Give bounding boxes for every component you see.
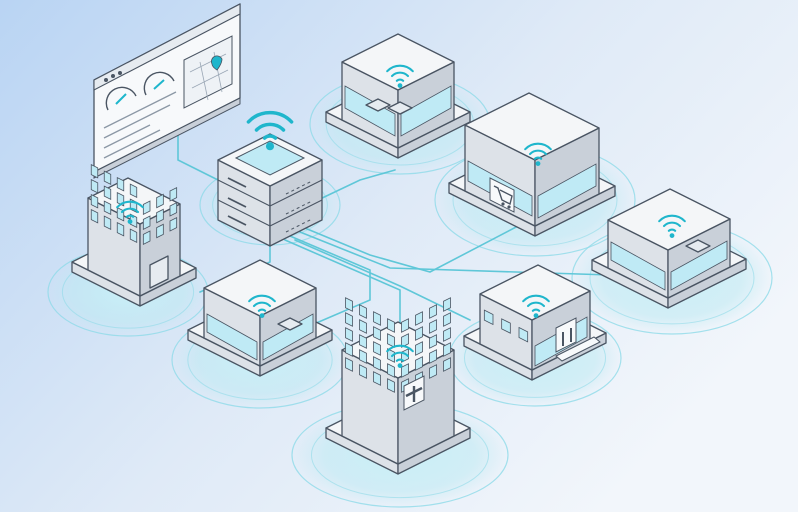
hospital-building: [325, 297, 471, 475]
wifi-icon-shop: [524, 142, 552, 166]
medical-cross-icon: [403, 375, 425, 411]
restaurant-building: [463, 264, 607, 381]
office-building-top: [325, 33, 471, 159]
buildings: [71, 33, 747, 475]
wifi-icon-hospital: [386, 344, 414, 368]
link-dashboard: [177, 134, 223, 183]
wifi-icon-restaurant: [522, 294, 550, 318]
central-server: [217, 133, 323, 247]
fork-knife-icon: [555, 317, 577, 353]
dashboard-monitor: [93, 3, 241, 179]
wifi-icon-office-left: [116, 200, 144, 224]
shop-building: [448, 92, 616, 237]
link-office-2: [317, 169, 396, 201]
link-shop: [299, 224, 521, 273]
link-clinic: [289, 235, 371, 331]
wifi-icon-store: [658, 214, 686, 238]
wifi-icon-clinic: [248, 294, 276, 318]
wifi-signals: [116, 64, 686, 368]
wifi-icon-server: [246, 110, 294, 151]
map-pin-icon: [183, 35, 233, 109]
office-building-left: [71, 163, 197, 307]
shopping-cart-icon: [489, 177, 515, 213]
wifi-icon-office-top: [386, 64, 414, 88]
clinic-building: [187, 259, 333, 377]
gauge-icon: [105, 71, 175, 111]
store-building: [591, 188, 747, 309]
